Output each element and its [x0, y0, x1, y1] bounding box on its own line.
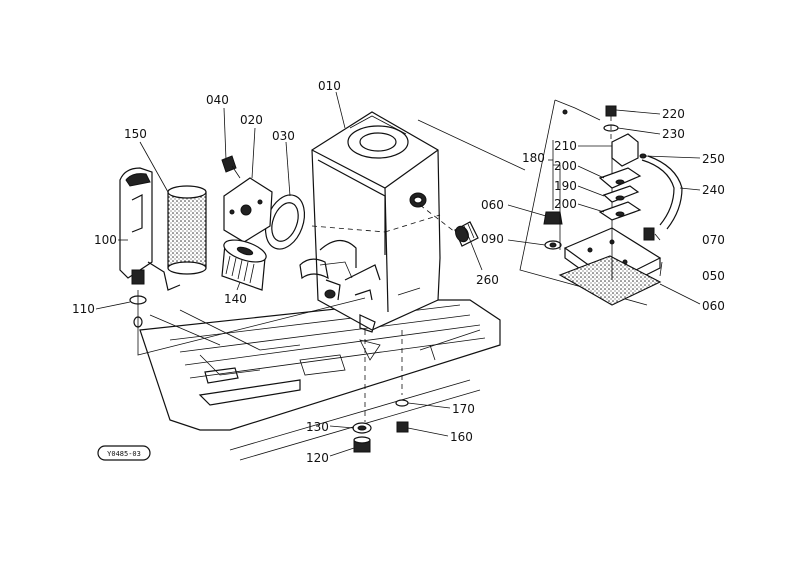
label-060-right: 060 [702, 299, 725, 313]
label-200-upper: 200 [554, 159, 577, 173]
label-150: 150 [124, 127, 147, 141]
drawing-stamp: Y0485-03 [97, 445, 151, 461]
label-070: 070 [702, 233, 725, 247]
float-assembly [417, 99, 683, 306]
label-170: 170 [452, 402, 475, 416]
bottom-drain-parts [352, 330, 409, 453]
leader-lines [95, 91, 701, 457]
label-260: 260 [476, 273, 499, 287]
label-180: 180 [522, 151, 545, 165]
label-190: 190 [554, 179, 577, 193]
label-160: 160 [450, 430, 473, 444]
label-030: 030 [272, 129, 295, 143]
label-020: 020 [240, 113, 263, 127]
filter-element [221, 239, 267, 291]
label-210: 210 [554, 139, 577, 153]
label-010: 010 [318, 79, 341, 93]
label-220: 220 [662, 107, 685, 121]
label-230: 230 [662, 127, 685, 141]
label-120: 120 [306, 451, 329, 465]
label-040: 040 [206, 93, 229, 107]
bracket [119, 167, 181, 291]
label-050: 050 [702, 269, 725, 283]
tank-body [299, 111, 441, 333]
label-200-lower: 200 [554, 197, 577, 211]
label-250: 250 [702, 152, 725, 166]
label-110: 110 [72, 302, 95, 316]
label-130: 130 [306, 420, 329, 434]
fitting [419, 204, 479, 247]
label-140: 140 [224, 292, 247, 306]
cover-plate [223, 177, 273, 243]
chassis-frame [139, 299, 501, 461]
label-240: 240 [702, 183, 725, 197]
label-060-upper: 060 [481, 198, 504, 212]
label-100: 100 [94, 233, 117, 247]
strainer [167, 185, 207, 275]
stamp-text: Y0485-03 [107, 450, 141, 458]
bolt [221, 155, 241, 179]
drain-plug [129, 269, 366, 356]
label-090: 090 [481, 232, 504, 246]
